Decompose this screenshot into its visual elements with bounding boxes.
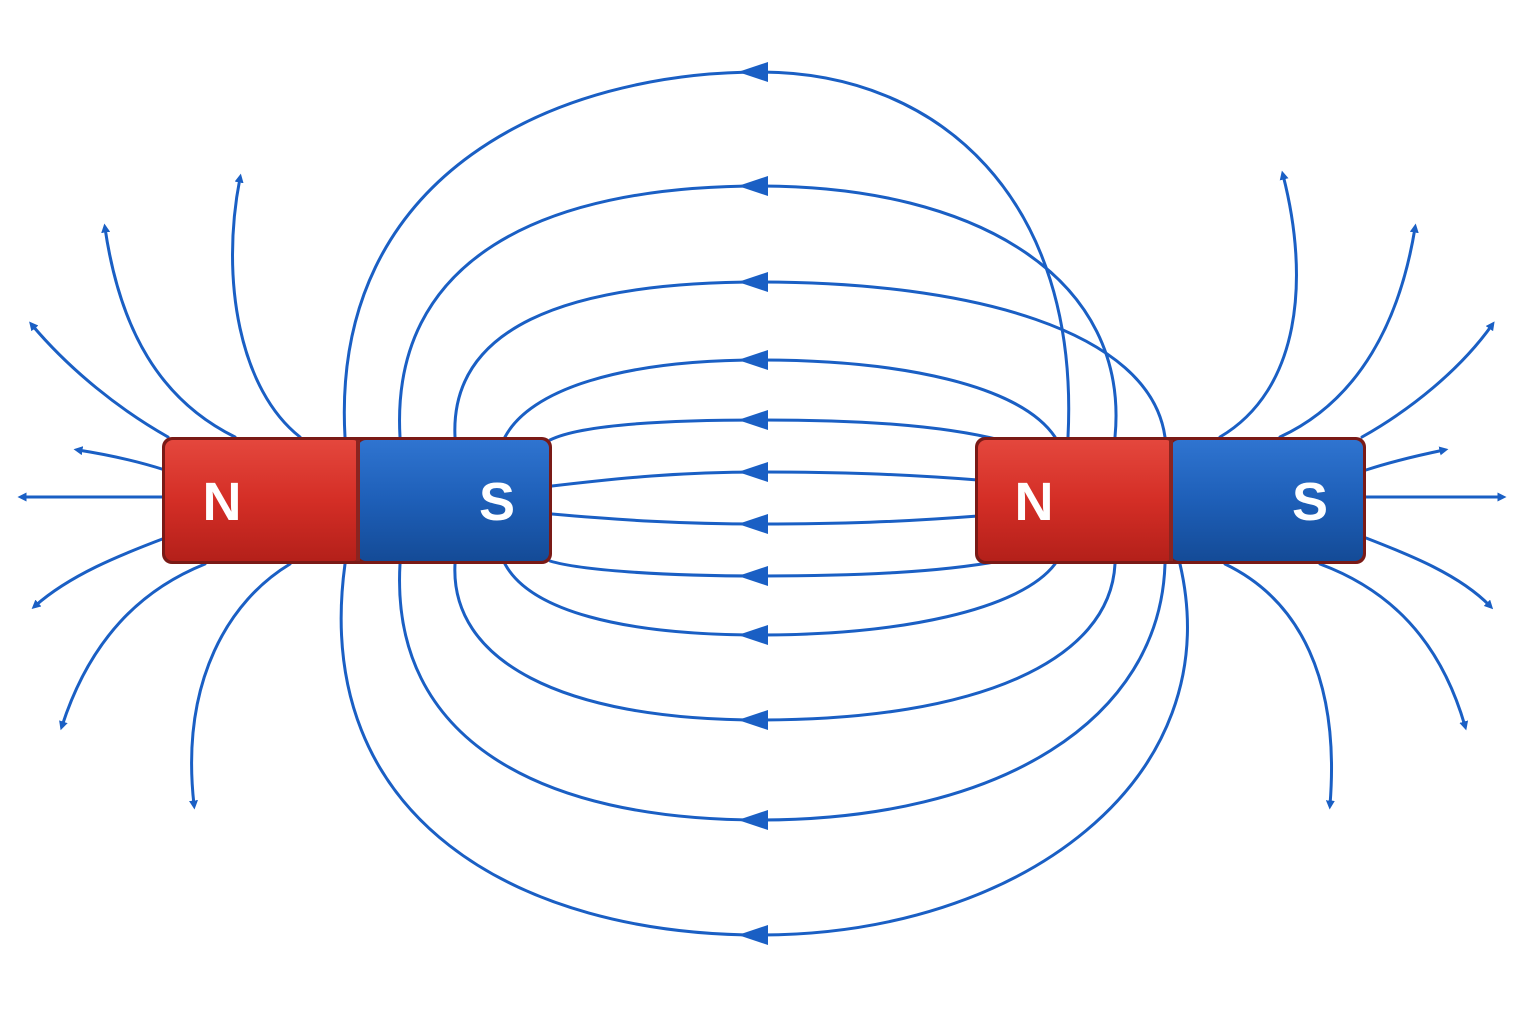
field-line-loop-10 bbox=[398, 562, 1167, 822]
field-line-outer-13 bbox=[1364, 536, 1494, 610]
arrowhead-icon bbox=[738, 925, 768, 945]
field-line-outer-1 bbox=[101, 223, 237, 439]
magnet-left-north-label: N bbox=[203, 472, 242, 532]
arrowhead-icon bbox=[738, 350, 768, 370]
arrowhead-icon bbox=[738, 62, 768, 82]
magnet-left-south-label: S bbox=[479, 472, 515, 532]
field-line-outer-5 bbox=[31, 536, 167, 609]
field-line-outer-14 bbox=[1318, 562, 1469, 731]
magnet-right-south-label: S bbox=[1292, 472, 1328, 532]
magnet-right-north-label: N bbox=[1015, 472, 1054, 532]
magnet-left: N S bbox=[162, 437, 552, 564]
field-line-outer-10 bbox=[1360, 321, 1495, 439]
magnet-left-south-pole bbox=[358, 440, 549, 561]
arrowhead-icon bbox=[738, 410, 768, 430]
magnet-right-south-pole bbox=[1171, 440, 1363, 561]
field-line-outer-2 bbox=[29, 321, 170, 439]
field-lines bbox=[17, 62, 1507, 945]
arrowhead-icon bbox=[738, 272, 768, 292]
arrowhead-icon bbox=[738, 514, 768, 534]
arrowhead-icon bbox=[738, 710, 768, 730]
magnet-right-seam bbox=[1169, 440, 1173, 561]
arrowhead-icon bbox=[738, 625, 768, 645]
magnet-right: N S bbox=[975, 437, 1366, 564]
magnet-right-north-pole bbox=[978, 440, 1174, 561]
field-line-outer-15 bbox=[1223, 562, 1335, 810]
arrowhead-icon bbox=[738, 566, 768, 586]
field-line-outer-11 bbox=[1364, 446, 1449, 472]
field-line-loop-3 bbox=[503, 358, 1057, 439]
arrowhead-icon bbox=[738, 810, 768, 830]
field-line-loop-4 bbox=[548, 418, 1002, 442]
field-line-outer-9 bbox=[1278, 223, 1419, 439]
magnet-left-seam bbox=[356, 440, 360, 561]
field-line-outer-0 bbox=[231, 173, 302, 439]
arrowhead-icon bbox=[738, 176, 768, 196]
field-line-outer-3 bbox=[73, 446, 167, 472]
field-line-outer-8 bbox=[1218, 170, 1298, 439]
field-line-loop-7 bbox=[548, 559, 1002, 578]
field-line-outer-7 bbox=[189, 562, 292, 810]
field-line-loop-9 bbox=[453, 562, 1117, 722]
field-line-outer-6 bbox=[59, 562, 207, 731]
magnet-left-north-pole bbox=[165, 440, 361, 561]
arrowhead-icon bbox=[738, 462, 768, 482]
